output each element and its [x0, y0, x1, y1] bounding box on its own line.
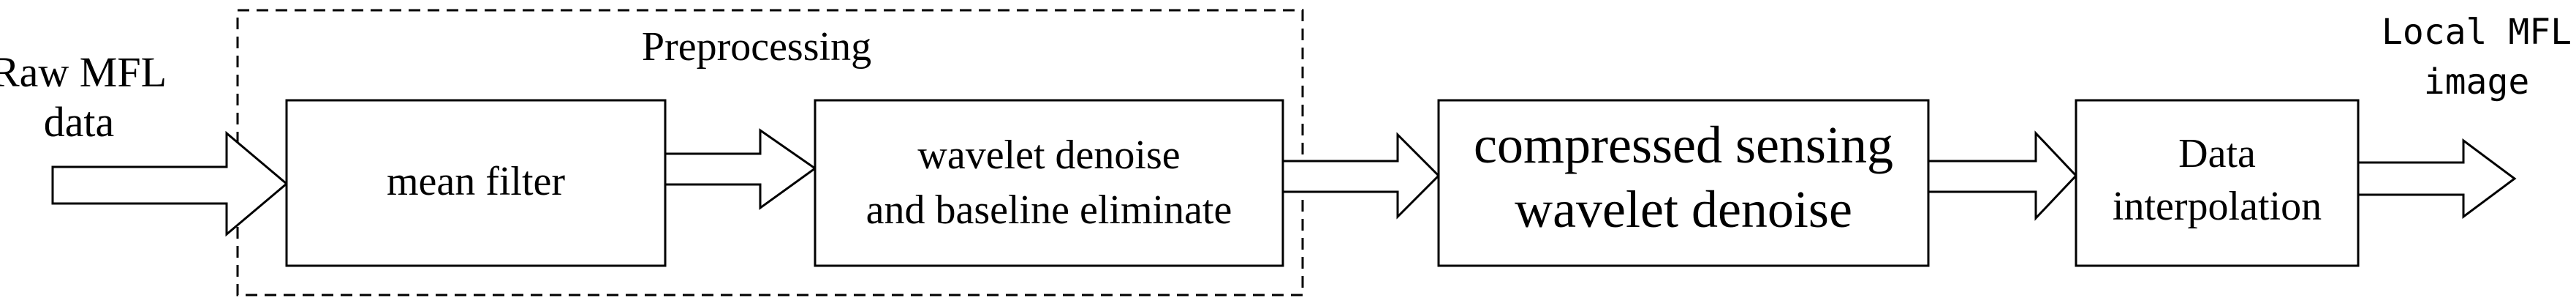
data-interpolation-block — [2075, 99, 2360, 267]
interpolation-label-line1: Data — [2178, 131, 2256, 176]
input-label-line1: Raw MFL — [0, 48, 167, 96]
arrow-interpolation-to-output — [2357, 138, 2517, 219]
output-label-line2: image — [2424, 61, 2530, 102]
wavelet-label-line1: wavelet denoise — [917, 133, 1180, 178]
compressed-label-line2: wavelet denoise — [1515, 180, 1852, 239]
output-label-line1: Local MFL — [2382, 12, 2572, 53]
arrow-input-to-mean-filter — [51, 130, 289, 237]
compressed-label-line1: compressed sensing — [1474, 116, 1893, 174]
wavelet-label-line2: and baseline eliminate — [866, 187, 1232, 233]
arrow-mean-to-wavelet — [664, 128, 817, 210]
interpolation-label-line2: interpolation — [2113, 184, 2322, 229]
mean-filter-label: mean filter — [387, 159, 565, 204]
input-label-line2: data — [44, 98, 115, 146]
compressed-sensing-block — [1437, 99, 1930, 267]
mean-filter-block — [285, 99, 667, 267]
wavelet-baseline-block — [814, 99, 1284, 267]
arrow-compressed-to-interpolation — [1927, 130, 2078, 221]
arrow-wavelet-to-compressed — [1281, 132, 1441, 220]
preprocessing-label: Preprocessing — [642, 24, 871, 70]
